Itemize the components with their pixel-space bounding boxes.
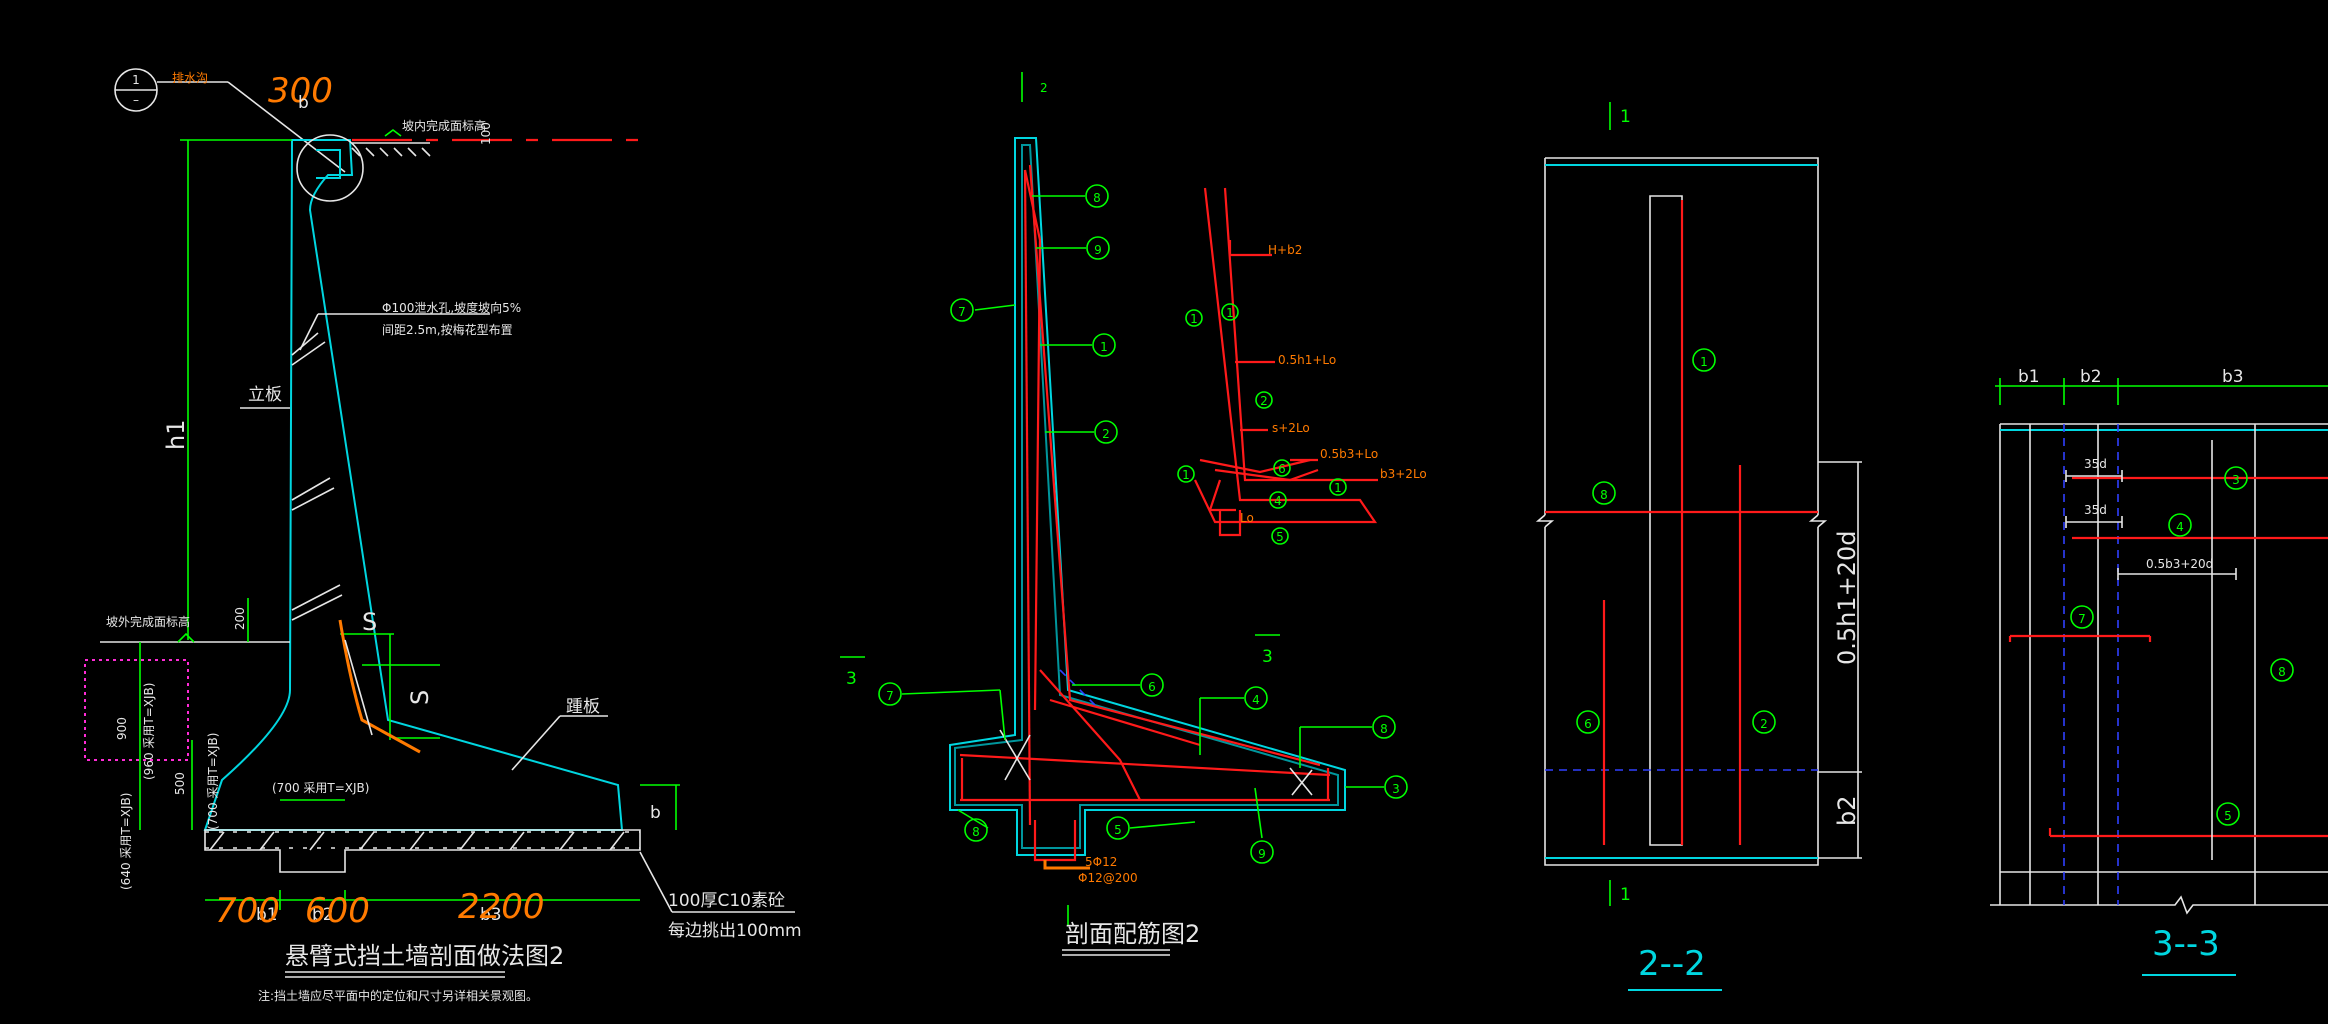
section-1-note: 注:挡土墙应尽平面中的定位和尺寸另详相关景观图。: [258, 988, 538, 1003]
concrete-note-1: 100厚C10素砼: [668, 891, 785, 911]
section-marker: 1 – 排水沟: [114, 68, 346, 173]
section-4-title: 3--3: [2152, 924, 2220, 964]
svg-text:2: 2: [1260, 394, 1268, 408]
dim-b2: b2: [312, 905, 334, 925]
cut-marker-top: 1: [1620, 107, 1631, 127]
dim-b2: b2: [1833, 795, 1861, 826]
hand-600: 600: [305, 891, 370, 931]
section-3-cut-2-2: 1 1 1 8 6 2 0.5h1+20d b2 2--2: [1535, 102, 1862, 991]
svg-text:3: 3: [1392, 782, 1400, 796]
svg-text:8: 8: [972, 825, 980, 839]
bar-label-2: Φ12@200: [1078, 871, 1138, 885]
svg-text:H+b2: H+b2: [1268, 243, 1302, 257]
svg-text:1: 1: [1182, 468, 1190, 482]
svg-text:5: 5: [1114, 823, 1122, 837]
dim-200: 200: [233, 607, 247, 630]
svg-text:1: 1: [1334, 481, 1342, 495]
dim-h1: h1: [162, 420, 190, 450]
cut-marker-bottom: 1: [1620, 885, 1631, 905]
dim-s-top: S: [362, 608, 377, 636]
svg-text:2: 2: [1760, 717, 1768, 731]
svg-text:4: 4: [2176, 520, 2184, 534]
label-700-vertical: (700 采用T=XJB): [206, 733, 220, 830]
svg-text:8: 8: [2278, 665, 2286, 679]
svg-text:8: 8: [1600, 488, 1608, 502]
svg-text:1: 1: [1190, 312, 1198, 326]
svg-text:7: 7: [958, 305, 966, 319]
section-1-title: 悬臂式挡土墙剖面做法图2: [285, 942, 564, 970]
svg-text:1: 1: [1100, 340, 1108, 354]
dim-900: 900: [115, 717, 129, 740]
lap-length-1: 35d: [2084, 457, 2107, 471]
cut-marker-left: 3: [846, 669, 857, 689]
section-4-cut-3-3: b1 b2 b3 35d 35d 0.5b3+20d 3 4 7 8 5: [1990, 367, 2328, 976]
drain-note-1: Φ100泄水孔,坡度坡向5%: [382, 300, 521, 315]
bar-bending-detail: H+b2 0.5h1+Lo s+2Lo 0.5b3+Lo b3+2Lo Lo 1…: [1177, 187, 1427, 545]
wall-label: 立板: [248, 385, 282, 405]
svg-text:2: 2: [1102, 427, 1110, 441]
label-700-horizontal: (700 采用T=XJB): [272, 781, 369, 795]
svg-text:4: 4: [1274, 494, 1282, 508]
dim-b1: b1: [256, 905, 278, 925]
marker-number: 1: [132, 73, 140, 87]
label-960: (960 采用T=XJB): [142, 683, 156, 780]
dim-500: 500: [173, 772, 187, 795]
dim-b-right: b: [650, 803, 661, 823]
svg-text:4: 4: [1252, 693, 1260, 707]
svg-text:b3+2Lo: b3+2Lo: [1380, 467, 1427, 481]
svg-text:6: 6: [1148, 680, 1156, 694]
section-1-retaining-wall: 1 – 排水沟 300 b 坡内完成面标高 100 Φ100泄水孔,坡度坡向5%…: [84, 68, 802, 1003]
svg-text:0.5h1+Lo: 0.5h1+Lo: [1278, 353, 1336, 367]
concrete-note-2: 每边挑出100mm: [668, 921, 802, 941]
svg-text:9: 9: [1258, 847, 1266, 861]
bottom-ground-label: 坡外完成面标高: [106, 614, 190, 629]
svg-text:8: 8: [1093, 191, 1101, 205]
heel-label: 踵板: [566, 697, 600, 717]
cut-marker-top: 2: [1040, 81, 1048, 95]
section-2-reinforcement: 2 3 3 5Φ12 Φ12@200 8 9: [840, 72, 1427, 956]
svg-text:1: 1: [1226, 306, 1234, 320]
dim-b2: b2: [2080, 367, 2102, 387]
hand-2200: 2200: [458, 887, 545, 927]
svg-text:–: –: [133, 93, 139, 107]
svg-text:3: 3: [2232, 473, 2240, 487]
dim-s-side: S: [406, 690, 434, 705]
svg-text:s+2Lo: s+2Lo: [1272, 421, 1310, 435]
svg-text:Lo: Lo: [1240, 511, 1254, 525]
svg-text:5: 5: [2224, 809, 2232, 823]
dim-b3: b3: [2222, 367, 2244, 387]
label-640: (640 采用T=XJB): [119, 793, 133, 890]
svg-text:8: 8: [1380, 722, 1388, 736]
top-ground-label: 坡内完成面标高: [402, 118, 486, 133]
top-height-dim: 100: [479, 122, 493, 145]
svg-text:5: 5: [1276, 530, 1284, 544]
svg-text:6: 6: [1584, 717, 1592, 731]
cut-marker-right: 3: [1262, 647, 1273, 667]
dim-b3: b3: [480, 905, 502, 925]
hand-700: 700: [215, 891, 280, 931]
svg-text:0.5b3+Lo: 0.5b3+Lo: [1320, 447, 1378, 461]
lap-length-2: 35d: [2084, 503, 2107, 517]
drain-note-2: 间距2.5m,按梅花型布置: [382, 322, 513, 337]
bar-markers: 8 9 7 1 2 7 6 4: [878, 184, 1408, 864]
svg-text:1: 1: [1700, 355, 1708, 369]
svg-text:7: 7: [886, 689, 894, 703]
section-2-title: 剖面配筋图2: [1065, 920, 1200, 948]
dim-05h1-20d: 0.5h1+20d: [1833, 530, 1861, 665]
handwritten-300: 300: [268, 71, 333, 111]
svg-text:7: 7: [2078, 612, 2086, 626]
lap-length-3: 0.5b3+20d: [2146, 557, 2213, 571]
drain-label: 排水沟: [172, 71, 208, 85]
svg-text:6: 6: [1278, 462, 1286, 476]
dim-b-top: b: [298, 93, 309, 113]
bar-label-1: 5Φ12: [1085, 855, 1117, 869]
svg-text:9: 9: [1094, 243, 1102, 257]
section-3-title: 2--2: [1638, 944, 1706, 984]
dim-b1: b1: [2018, 367, 2040, 387]
